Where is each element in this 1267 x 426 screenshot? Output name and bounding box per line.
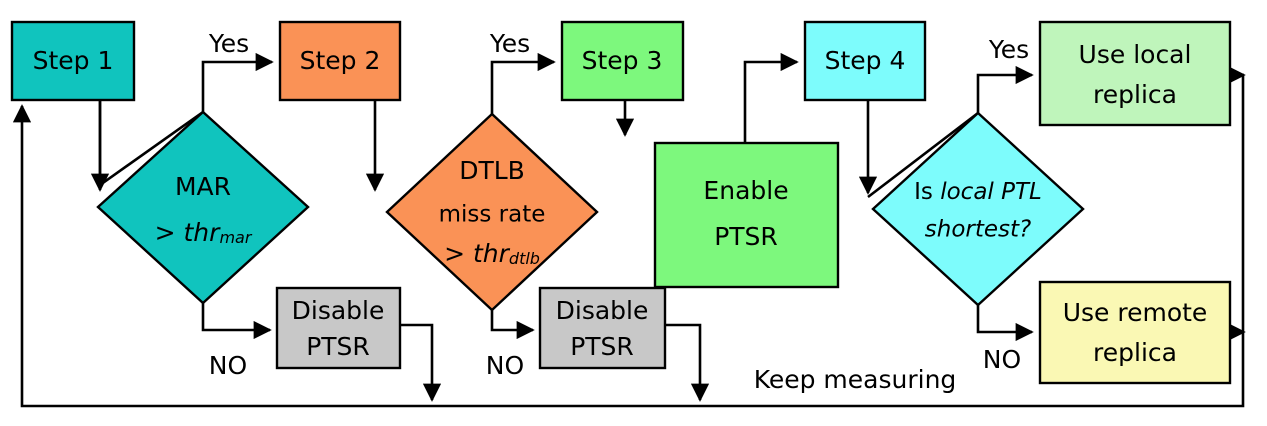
- edge-label-no-2: NO: [486, 351, 524, 380]
- enable-ptsr-label-line1: Enable: [703, 176, 788, 205]
- edge-label-keep-measuring: Keep measuring: [754, 365, 957, 394]
- node-ptl-decision[interactable]: Is local PTL shortest?: [871, 111, 1085, 307]
- step4-label: Step 4: [825, 46, 906, 75]
- step3-label: Step 3: [582, 46, 663, 75]
- use-remote-label-line2: replica: [1093, 338, 1177, 367]
- use-local-label-line1: Use local: [1079, 40, 1192, 69]
- edge-ptl-no-to-useremote: [976, 305, 1034, 342]
- node-dtlb-decision[interactable]: DTLB miss rate > thrdtlb: [385, 112, 599, 312]
- node-mar-decision[interactable]: MAR > thrmar: [96, 110, 310, 305]
- disable-ptsr-1-box[interactable]: [275, 286, 402, 370]
- node-enable-ptsr[interactable]: Enable PTSR: [653, 141, 840, 289]
- edge-mar-no-to-disable1: [201, 303, 272, 340]
- node-use-remote-replica[interactable]: Use remote replica: [1038, 280, 1232, 385]
- mar-label-line1: MAR: [175, 172, 231, 201]
- enable-ptsr-label-line2: PTSR: [714, 222, 778, 251]
- step4-box[interactable]: [803, 20, 927, 102]
- ptl-diamond[interactable]: [871, 111, 1085, 307]
- enable-ptsr-box[interactable]: [653, 141, 840, 289]
- node-step1[interactable]: Step 1: [10, 20, 136, 102]
- node-step3[interactable]: Step 3: [560, 20, 685, 102]
- ptl-label-line1: Is local PTL: [914, 179, 1042, 205]
- edge-ptl-yes-to-uselocal: [976, 65, 1034, 113]
- disable-ptsr-2-label-line2: PTSR: [570, 332, 634, 361]
- node-step4[interactable]: Step 4: [803, 20, 927, 102]
- ptl-label-line2: shortest?: [925, 217, 1031, 243]
- edge-label-no-3: NO: [983, 345, 1021, 374]
- dtlb-label-line1: DTLB: [459, 156, 525, 185]
- use-remote-replica-box[interactable]: [1038, 280, 1232, 385]
- use-remote-label-line1: Use remote: [1063, 298, 1208, 327]
- step1-label: Step 1: [33, 46, 114, 75]
- node-disable-ptsr-2[interactable]: Disable PTSR: [538, 286, 667, 370]
- mar-label-line2: > thrmar: [155, 218, 253, 247]
- node-disable-ptsr-1[interactable]: Disable PTSR: [275, 286, 402, 370]
- edge-enable-to-step4: [743, 52, 799, 143]
- step2-box[interactable]: [278, 20, 402, 102]
- dtlb-label-line2: miss rate: [439, 202, 546, 228]
- edge-feedback-loop: [12, 75, 1245, 408]
- edge-mar-yes-to-step2: [201, 52, 274, 112]
- edge-disable1-to-loop: [400, 323, 442, 402]
- mar-diamond[interactable]: [96, 110, 310, 305]
- edge-label-yes-2: Yes: [489, 29, 530, 58]
- disable-ptsr-2-label-line1: Disable: [556, 296, 649, 325]
- dtlb-label-line3: > thrdtlb: [444, 239, 540, 268]
- disable-ptsr-1-label-line2: PTSR: [306, 332, 370, 361]
- use-local-replica-box[interactable]: [1038, 20, 1232, 127]
- edge-label-yes-3: Yes: [988, 35, 1029, 64]
- node-use-local-replica[interactable]: Use local replica: [1038, 20, 1232, 127]
- step2-label: Step 2: [300, 46, 381, 75]
- edge-label-yes-1: Yes: [208, 29, 249, 58]
- dtlb-diamond[interactable]: [385, 112, 599, 312]
- use-local-label-line2: replica: [1093, 80, 1177, 109]
- edge-label-no-1: NO: [209, 351, 247, 380]
- edge-dtlb-no-to-disable2: [490, 310, 535, 340]
- step1-box[interactable]: [10, 20, 136, 102]
- disable-ptsr-1-label-line1: Disable: [292, 296, 385, 325]
- edge-step4-to-ptl-diag: [867, 111, 979, 199]
- step3-box[interactable]: [560, 20, 685, 102]
- disable-ptsr-2-box[interactable]: [538, 286, 667, 370]
- edge-disable2-to-loop: [665, 323, 710, 402]
- edge-dtlb-yes-to-step3: [490, 52, 556, 114]
- node-step2[interactable]: Step 2: [278, 20, 402, 102]
